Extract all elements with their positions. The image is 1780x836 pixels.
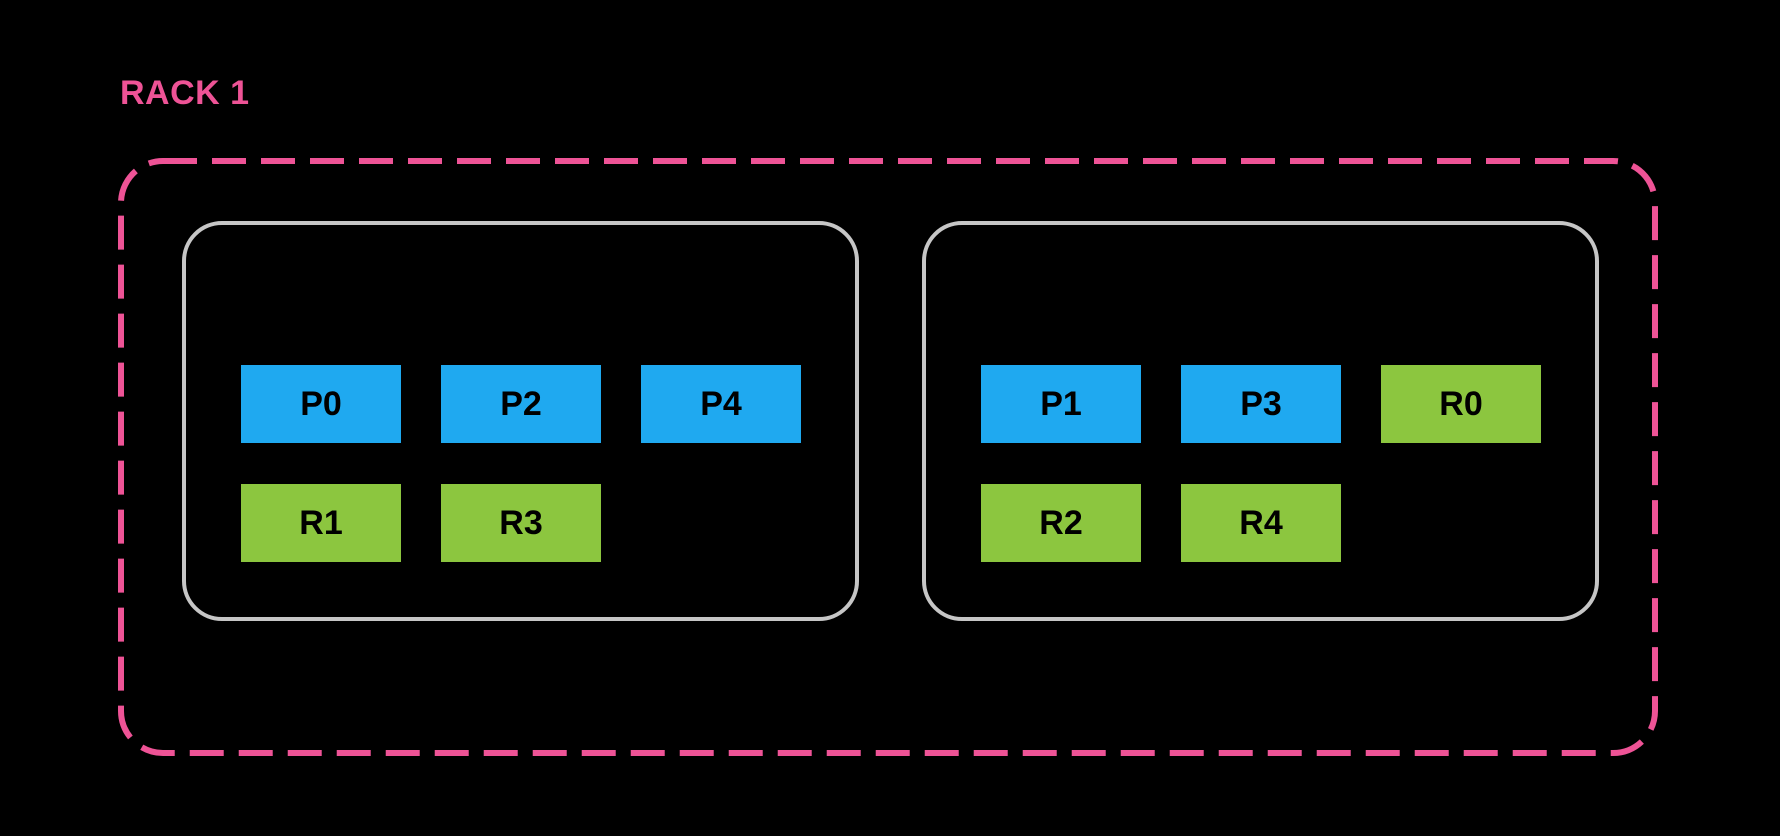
replica-slot-r2: R2 — [981, 484, 1141, 562]
rack-title: RACK 1 — [120, 74, 250, 112]
rack-boundary-rect — [118, 158, 1658, 756]
partition-slot-p3: P3 — [1181, 365, 1341, 443]
partition-slot-p4: P4 — [641, 365, 801, 443]
slot-label: R2 — [1039, 503, 1083, 542]
slot-label: P4 — [700, 384, 742, 423]
replica-slot-r0: R0 — [1381, 365, 1541, 443]
host-2-bottom-row: R2 R4 — [981, 484, 1341, 562]
slot-label: P0 — [300, 384, 342, 423]
slot-label: R3 — [499, 503, 543, 542]
host-1-bottom-row: R1 R3 — [241, 484, 601, 562]
slot-label: P1 — [1040, 384, 1082, 423]
replica-slot-r3: R3 — [441, 484, 601, 562]
slot-label: P2 — [500, 384, 542, 423]
partition-slot-p0: P0 — [241, 365, 401, 443]
replica-slot-r1: R1 — [241, 484, 401, 562]
host-2-top-row: P1 P3 R0 — [981, 365, 1541, 443]
host-box-1: P0 P2 P4 R1 R3 — [182, 221, 859, 621]
host-box-2: P1 P3 R0 R2 R4 — [922, 221, 1599, 621]
slot-label: R1 — [299, 503, 343, 542]
replica-slot-r4: R4 — [1181, 484, 1341, 562]
rack-boundary-dashed-border — [118, 158, 1658, 756]
partition-slot-p2: P2 — [441, 365, 601, 443]
slot-label: R4 — [1239, 503, 1283, 542]
partition-slot-p1: P1 — [981, 365, 1141, 443]
slot-label: P3 — [1240, 384, 1282, 423]
host-1-top-row: P0 P2 P4 — [241, 365, 801, 443]
slot-label: R0 — [1439, 384, 1483, 423]
